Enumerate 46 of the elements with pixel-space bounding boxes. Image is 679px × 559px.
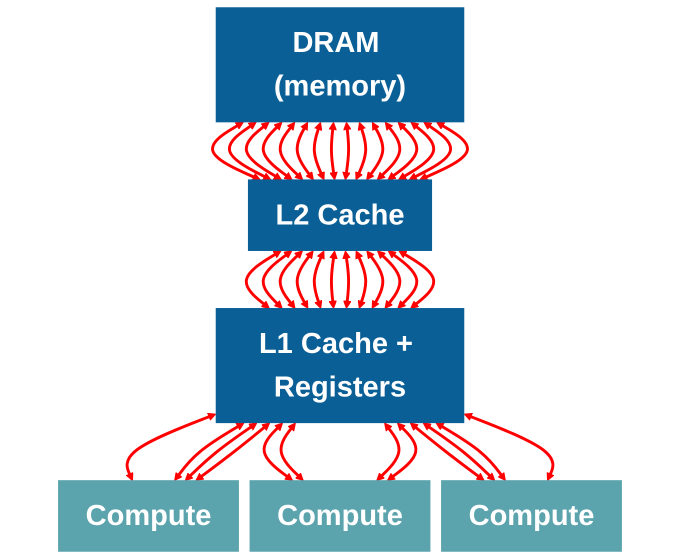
arrow	[366, 122, 384, 180]
node-box: L1 Cache + Registers	[215, 308, 464, 424]
arrow	[244, 250, 282, 309]
arrow	[376, 422, 400, 482]
arrow	[434, 422, 506, 482]
arrow	[125, 412, 216, 482]
arrow	[354, 122, 367, 180]
arrow	[398, 122, 435, 180]
arrow	[354, 250, 367, 309]
arrow	[295, 122, 314, 180]
node-box: DRAM (memory)	[215, 7, 464, 122]
node-box: Compute	[440, 480, 622, 552]
arrow	[312, 122, 324, 180]
arrow	[295, 250, 314, 309]
arrow	[386, 422, 417, 482]
arrow	[342, 122, 352, 180]
node-box: Compute	[249, 480, 430, 552]
arrow	[261, 122, 292, 180]
arrow	[387, 250, 418, 309]
arrow	[261, 250, 292, 309]
arrow	[278, 122, 303, 180]
arrow	[328, 122, 338, 180]
arrow	[312, 250, 324, 309]
arrow	[398, 250, 435, 309]
arrow	[278, 250, 302, 309]
arrow	[463, 412, 554, 482]
arrow	[376, 250, 401, 309]
arrow	[328, 250, 338, 309]
arrow	[366, 250, 384, 309]
node-box: Compute	[58, 480, 238, 552]
arrow	[184, 422, 257, 482]
arrow	[386, 122, 418, 180]
arrow	[279, 422, 304, 482]
arrow	[342, 250, 351, 309]
arrow	[228, 122, 271, 180]
arrow	[244, 122, 282, 180]
arrow	[422, 422, 495, 482]
arrow	[194, 422, 270, 482]
arrow	[262, 422, 293, 482]
arrow	[409, 422, 484, 482]
arrow	[418, 122, 468, 181]
node-box: L2 Cache	[247, 179, 432, 251]
arrow	[210, 122, 260, 181]
arrow	[174, 422, 244, 482]
arrow	[376, 122, 401, 180]
arrow	[408, 122, 452, 180]
